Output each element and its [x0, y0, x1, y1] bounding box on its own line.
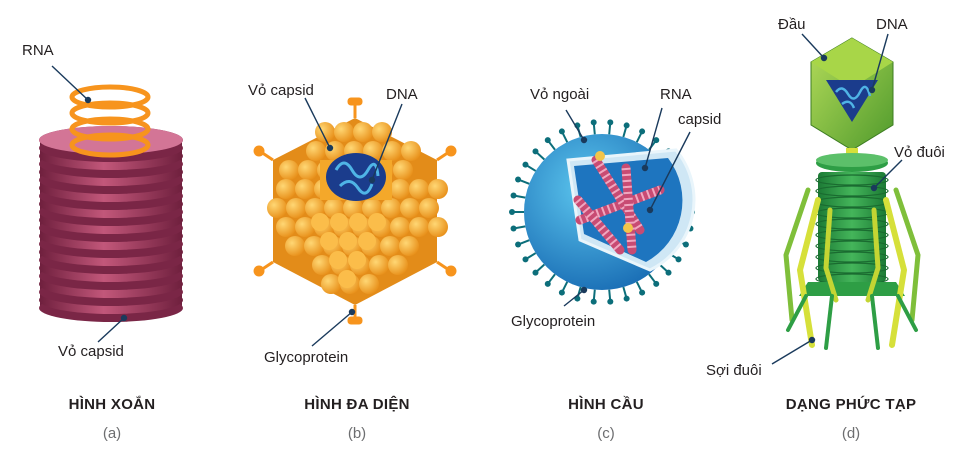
bacteriophage: [771, 33, 921, 365]
label-tail-fiber-d: Sợi đuôi: [706, 362, 762, 379]
label-tail-sheath-d: Vỏ đuôi: [894, 144, 945, 161]
caption-letter-b: (b): [347, 425, 367, 442]
label-capsid-b: Vỏ capsid: [248, 82, 314, 99]
polyhedral-virus: [253, 97, 457, 347]
label-head-d: Đầu: [778, 16, 806, 33]
label-rna-c: RNA: [660, 86, 692, 103]
caption-helical: HÌNH XOẮN: [68, 396, 156, 413]
label-dna-d: DNA: [876, 16, 908, 33]
rna-coil: [69, 84, 151, 158]
label-glycoprotein-c: Glycoprotein: [511, 313, 596, 330]
caption-polyhedral: HÌNH ĐA DIỆN: [304, 396, 410, 413]
label-capsid-c: capsid: [678, 111, 722, 128]
capsid-leader-line: [97, 317, 125, 343]
glycoprotein-spikes: [253, 97, 457, 325]
label-envelope-c: Vỏ ngoài: [530, 86, 590, 103]
label-capsid-a: Vỏ capsid: [58, 343, 124, 360]
label-dna-b: DNA: [386, 86, 418, 103]
caption-letter-d: (d): [841, 425, 861, 442]
caption-letter-a: (a): [102, 425, 122, 442]
caption-letter-c: (c): [597, 425, 615, 442]
tail-fibers: [783, 187, 921, 350]
rna-leader-line: [51, 65, 89, 101]
tail-sheath: [818, 172, 886, 282]
helical-virus: [39, 65, 183, 343]
spherical-virus: [509, 107, 696, 307]
label-glycoprotein-b: Glycoprotein: [264, 349, 349, 366]
caption-spherical: HÌNH CẦU: [568, 396, 644, 413]
label-rna-a: RNA: [22, 42, 54, 59]
caption-complex: DẠNG PHỨC TẠP: [785, 396, 917, 413]
